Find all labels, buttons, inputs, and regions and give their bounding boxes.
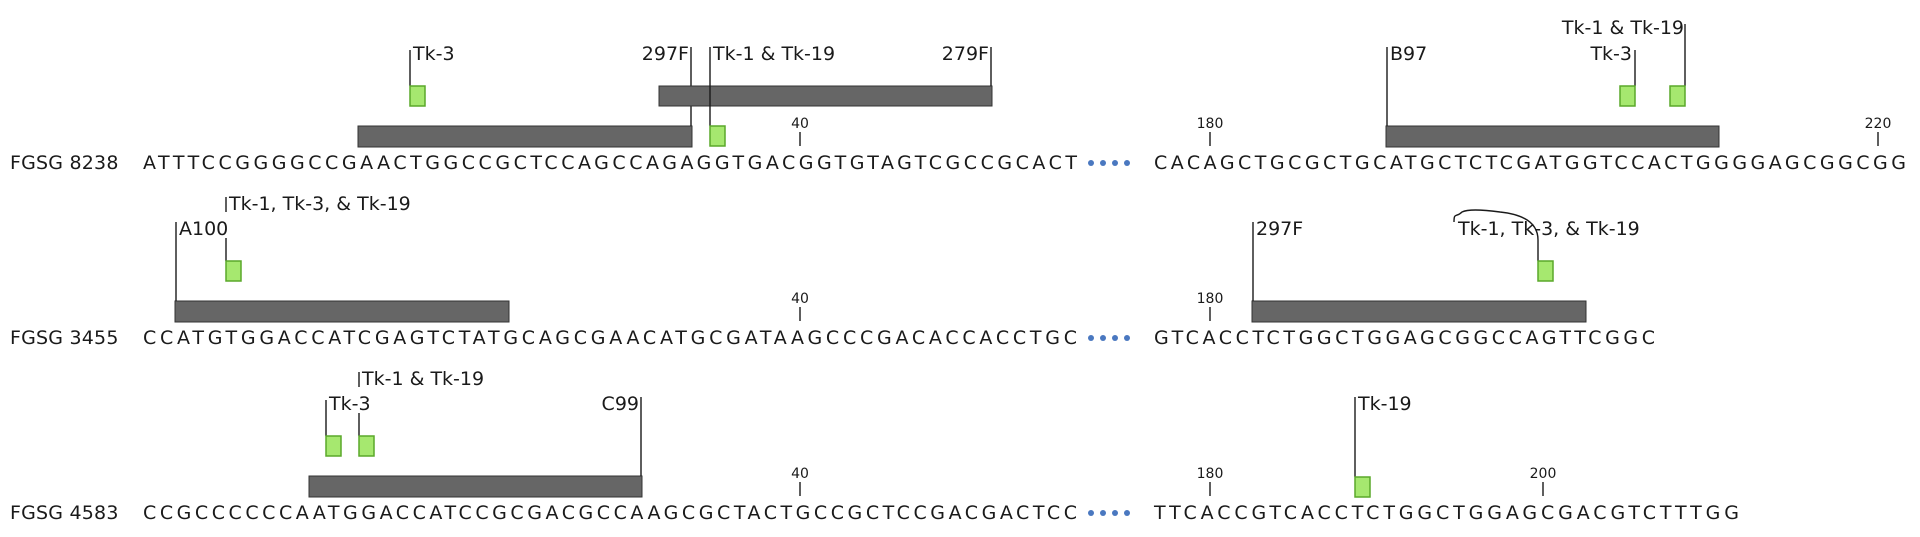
- gap-dot: [1100, 510, 1106, 516]
- row-fgsg-8238: FGSG 8238 ATTTCCGGGGCCGAACTGGCCGCTCCAGCC…: [10, 17, 1906, 174]
- site-leader: [1453, 209, 1539, 261]
- site-marker: [1537, 260, 1554, 282]
- sequence-name: FGSG 3455: [10, 327, 119, 349]
- primer-bar-c99: [308, 475, 643, 498]
- position-label: 180: [1197, 116, 1224, 132]
- primer-label: C99: [602, 393, 639, 415]
- sequence-right: CACAGCTGCGCTGCATGCTCTCGATGGTCCACTGGGGAGC…: [1154, 152, 1906, 174]
- gap-dot: [1124, 510, 1130, 516]
- site-marker: [1354, 476, 1371, 498]
- position-label: 40: [791, 466, 809, 482]
- primer-bar-a100: [174, 300, 510, 323]
- position-label: 40: [791, 291, 809, 307]
- gap-dots: [1088, 160, 1130, 166]
- sequence-left: CCATGTGGACCATCGAGTCTATGCAGCGAACATGCGATAA…: [143, 327, 1077, 349]
- site-label: Tk-1, Tk-3, & Tk-19: [228, 193, 411, 215]
- gap-dot: [1112, 160, 1118, 166]
- site-marker: [409, 85, 426, 107]
- sequence-left: CCGCCCCCCAATGGACCATCCGCGACGCCAAGCGCTACTG…: [143, 502, 1077, 524]
- gap-dot: [1088, 335, 1094, 341]
- primer-label: A100: [179, 218, 228, 240]
- site-marker: [709, 125, 726, 147]
- gap-dot: [1088, 510, 1094, 516]
- position-label: 180: [1197, 291, 1224, 307]
- gap-dot: [1112, 510, 1118, 516]
- site-marker: [358, 435, 375, 457]
- site-marker: [1669, 85, 1686, 107]
- sequence-right: TTCACCGTCACCTCTGGCTGGAGCGACGTCTTTGG: [1153, 502, 1739, 524]
- primer-label: 297F: [1256, 218, 1303, 240]
- primer-label: 297F: [642, 43, 689, 65]
- gap-dot: [1100, 335, 1106, 341]
- site-label: Tk-3: [328, 393, 371, 415]
- primer-label: B97: [1390, 43, 1427, 65]
- position-label: 180: [1197, 466, 1224, 482]
- primer-bar-297f: [357, 125, 693, 148]
- primer-bar-279f: [658, 85, 993, 107]
- primer-label: 279F: [942, 43, 989, 65]
- position-label: 40: [791, 116, 809, 132]
- site-marker: [225, 260, 242, 282]
- site-marker: [1619, 85, 1636, 107]
- site-label: Tk-3: [412, 43, 455, 65]
- sequence-name: FGSG 4583: [10, 502, 119, 524]
- sequence-name: FGSG 8238: [10, 152, 119, 174]
- gap-dot: [1112, 335, 1118, 341]
- site-label: Tk-1, Tk-3, & Tk-19: [1457, 218, 1640, 240]
- gap-dots: [1088, 510, 1130, 516]
- gap-dot: [1100, 160, 1106, 166]
- row-fgsg-4583: FGSG 4583 CCGCCCCCCAATGGACCATCCGCGACGCCA…: [10, 368, 1739, 524]
- site-label: Tk-19: [1357, 393, 1412, 415]
- primer-bar-b97: [1385, 125, 1720, 148]
- position-label: 200: [1530, 466, 1557, 482]
- gap-dots: [1088, 335, 1130, 341]
- row-fgsg-3455: FGSG 3455 CCATGTGGACCATCGAGTCTATGCAGCGAA…: [10, 193, 1655, 349]
- gap-dot: [1124, 335, 1130, 341]
- gap-dot: [1088, 160, 1094, 166]
- site-marker: [325, 435, 342, 457]
- position-label: 220: [1865, 116, 1892, 132]
- site-label: Tk-3: [1589, 43, 1632, 65]
- site-label: Tk-1 & Tk-19: [361, 368, 484, 390]
- primer-bar-297f: [1251, 300, 1587, 323]
- sequence-right: GTCACCTCTGGCTGGAGCGGCCAGTTCGGC: [1154, 327, 1655, 349]
- gap-dot: [1124, 160, 1130, 166]
- sequence-left: ATTTCCGGGGCCGAACTGGCCGCTCCAGCCAGAGGTGACG…: [143, 152, 1077, 174]
- site-label: Tk-1 & Tk-19: [1561, 17, 1684, 39]
- site-label: Tk-1 & Tk-19: [712, 43, 835, 65]
